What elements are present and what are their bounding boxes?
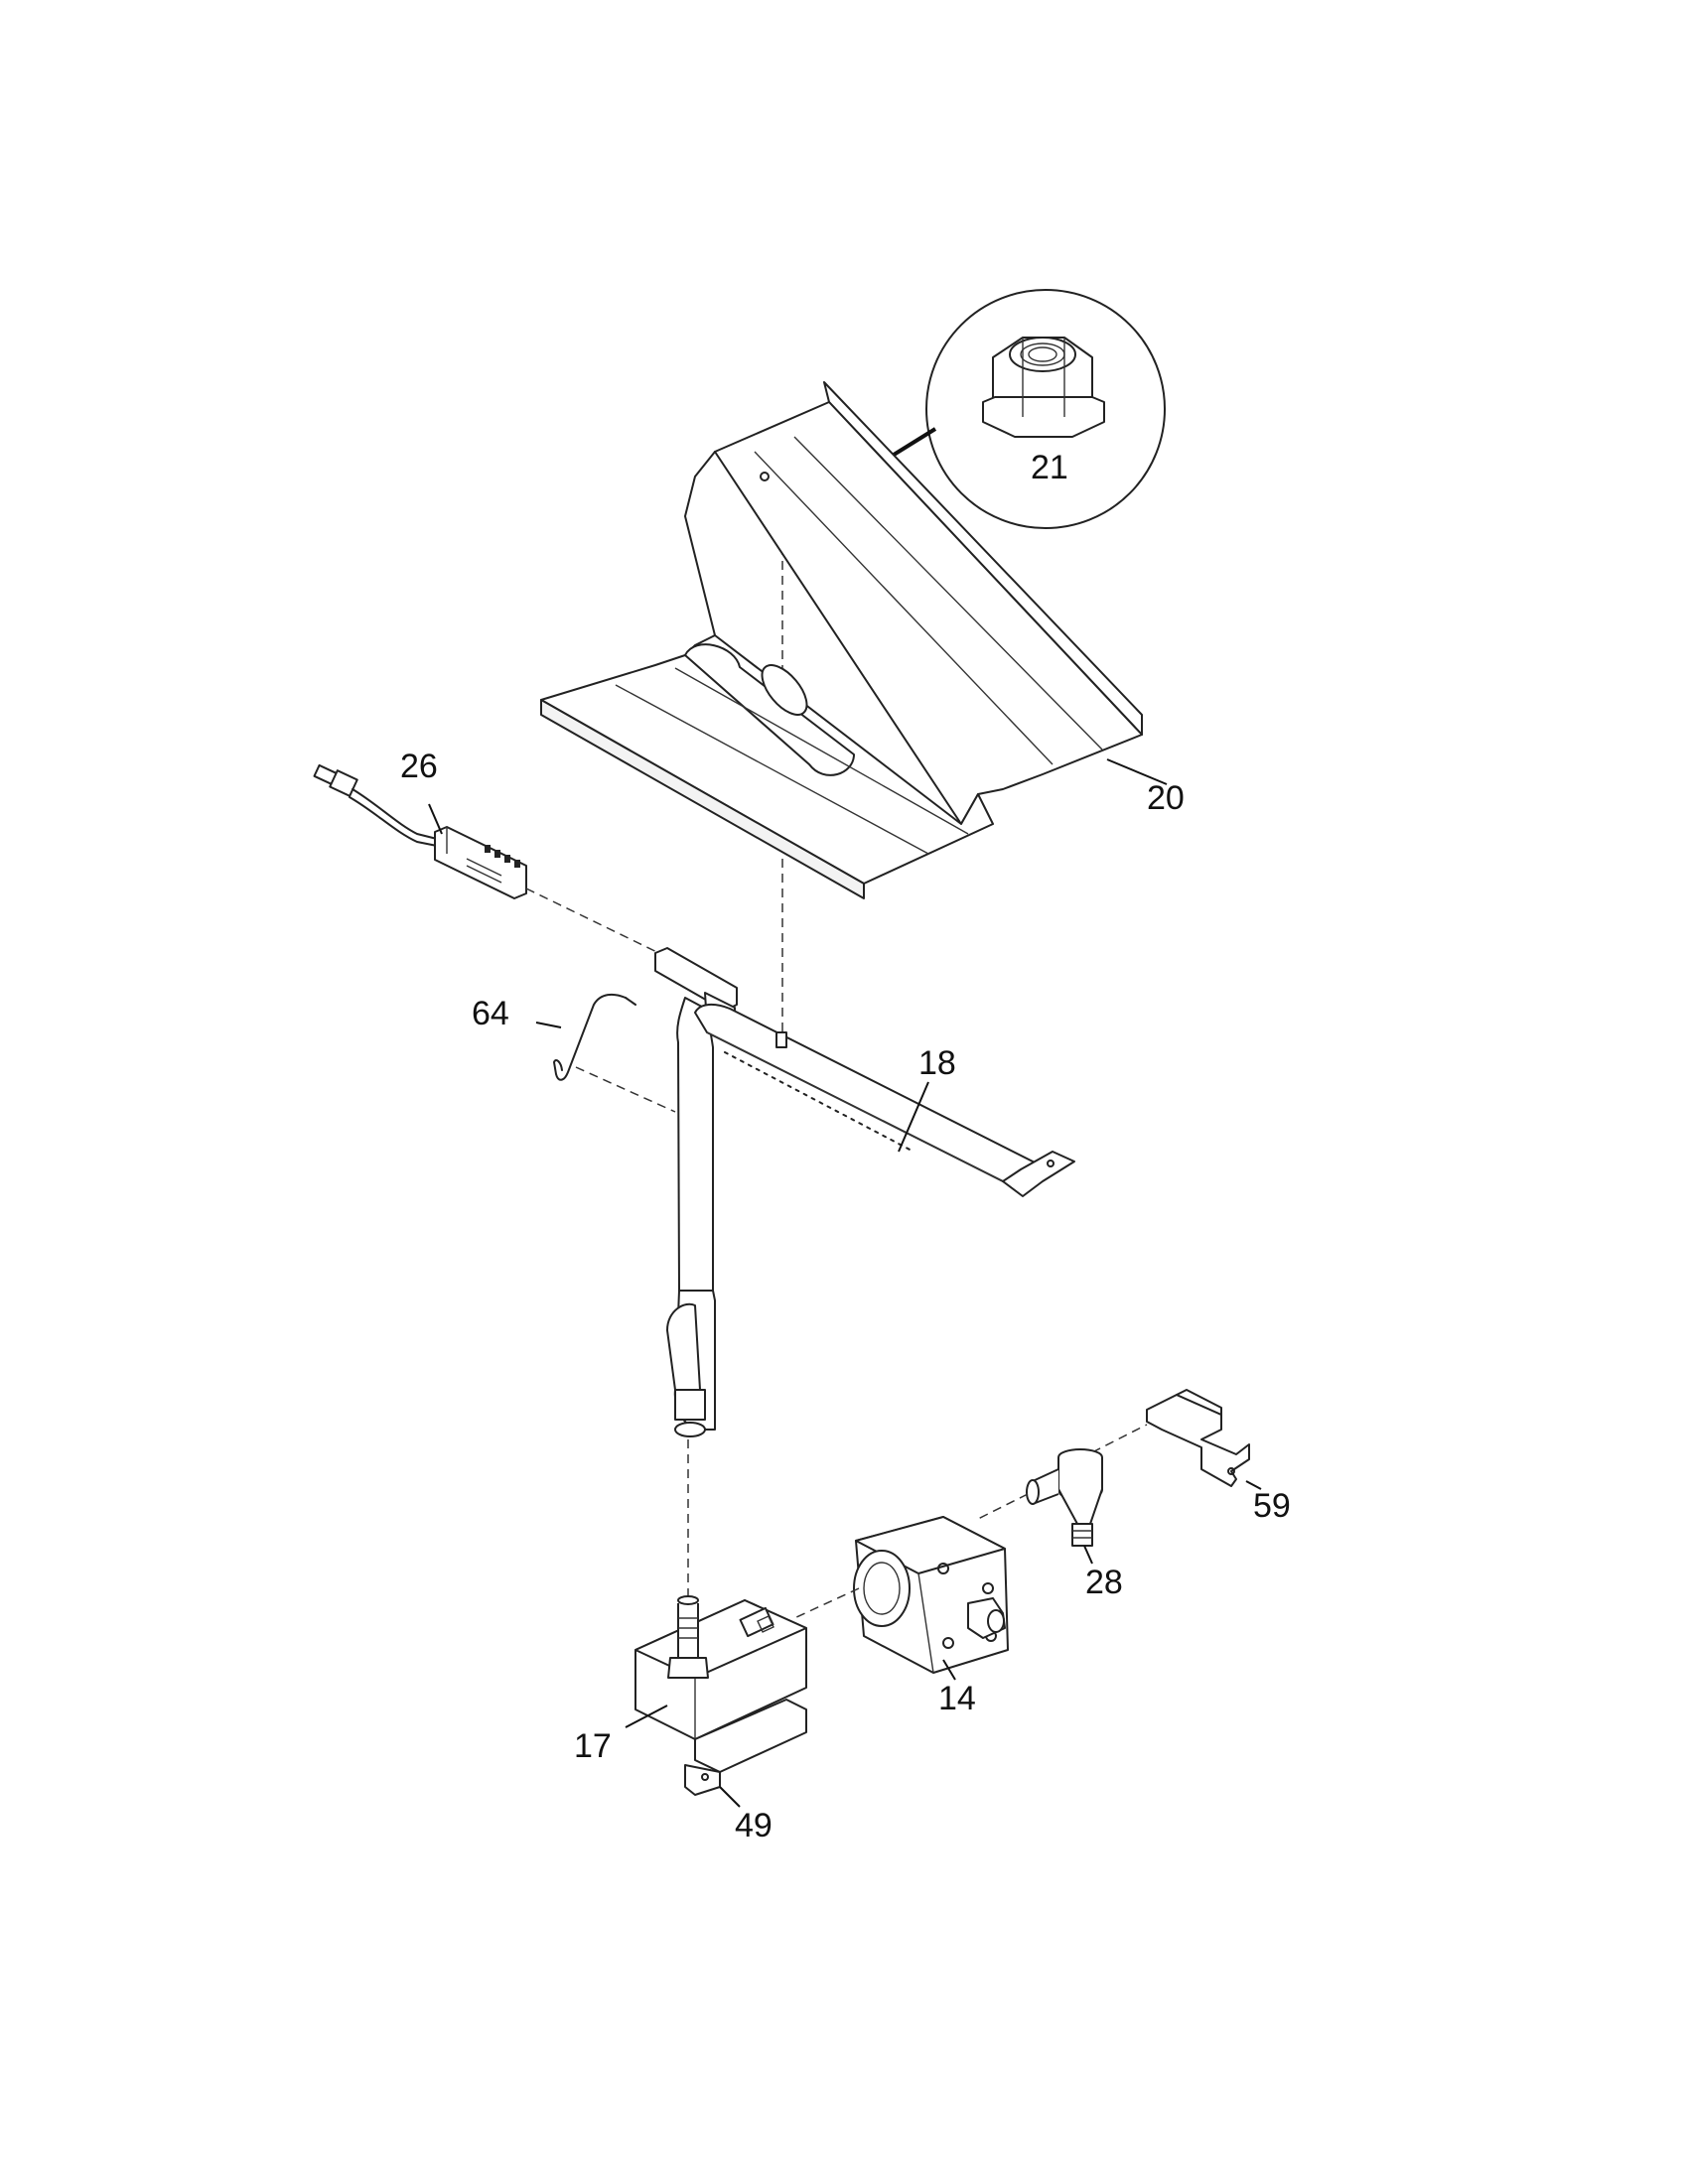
assembly-line-59: [1091, 1424, 1148, 1453]
orifice-holder: [634, 1595, 807, 1740]
igniter: [313, 763, 527, 899]
leader-14: [942, 1659, 956, 1681]
part-label-21: 21: [1031, 449, 1068, 486]
assembly-line-28: [977, 1493, 1029, 1520]
leader-17: [625, 1705, 668, 1728]
leader-49: [719, 1786, 741, 1808]
baffle: [540, 381, 1143, 899]
wire-clip: [553, 993, 636, 1081]
nut-detail-callout: [792, 289, 1166, 529]
part-label-17: 17: [574, 1727, 612, 1765]
bracket-right: [1146, 1389, 1250, 1487]
part-label-28: 28: [1085, 1564, 1123, 1601]
part-label-64: 64: [472, 995, 509, 1032]
part-label-49: 49: [735, 1807, 773, 1844]
leader-59: [1245, 1480, 1262, 1490]
part-label-20: 20: [1147, 779, 1185, 817]
part-label-18: 18: [918, 1044, 956, 1082]
leader-26: [428, 803, 443, 835]
leader-20: [1106, 758, 1168, 785]
gas-valve: [853, 1516, 1009, 1674]
bracket-bottom: [684, 1699, 807, 1796]
orifice-fitting: [1026, 1448, 1103, 1547]
leader-28: [1083, 1545, 1093, 1565]
part-label-26: 26: [400, 748, 438, 785]
assembly-line-clip: [575, 1066, 676, 1113]
part-label-59: 59: [1253, 1487, 1291, 1525]
assembly-line-14: [793, 1587, 860, 1619]
burner: [654, 947, 1075, 1437]
leader-64: [535, 1022, 562, 1028]
part-label-14: 14: [938, 1680, 976, 1717]
leader-18: [898, 1081, 929, 1153]
